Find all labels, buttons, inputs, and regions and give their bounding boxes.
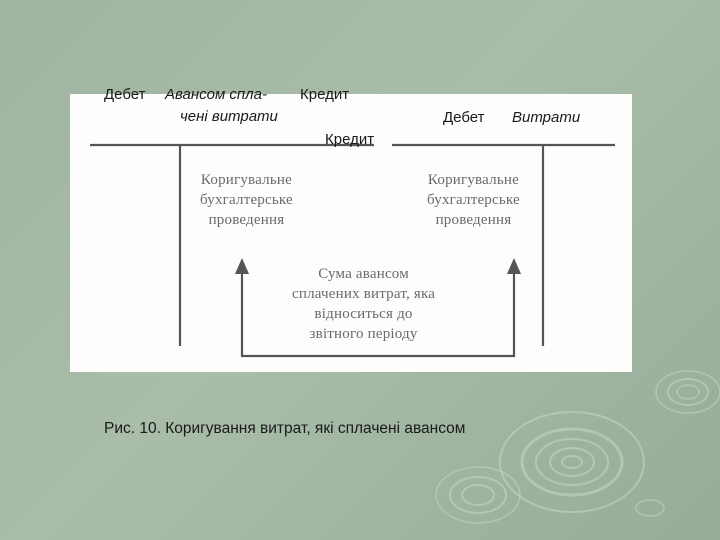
left-debit-label: Дебет [104,86,146,103]
right-account-name: Витрати [512,109,581,126]
flow-connector [240,272,516,358]
figure-caption: Рис. 10. Коригування витрат, які сплачен… [104,420,466,437]
diagram-panel: Коригувальне бухгалтерське проведення Ко… [70,94,632,372]
right-arrowhead [507,258,521,274]
left-account-name-line2: чені витрати [180,108,278,125]
right-credit-label: Кредит [325,131,375,148]
right-entry-text: Коригувальне бухгалтерське проведення [427,172,520,228]
left-arrowhead [235,258,249,274]
left-account-name-line1: Авансом спла- [165,86,267,103]
center-note: Сума авансом сплачених витрат, яка відно… [292,266,436,342]
left-credit-label: Кредит [300,86,350,103]
diagram-lines [90,143,615,358]
left-entry-text: Коригувальне бухгалтерське проведення [200,172,293,228]
right-debit-label: Дебет [443,109,485,126]
